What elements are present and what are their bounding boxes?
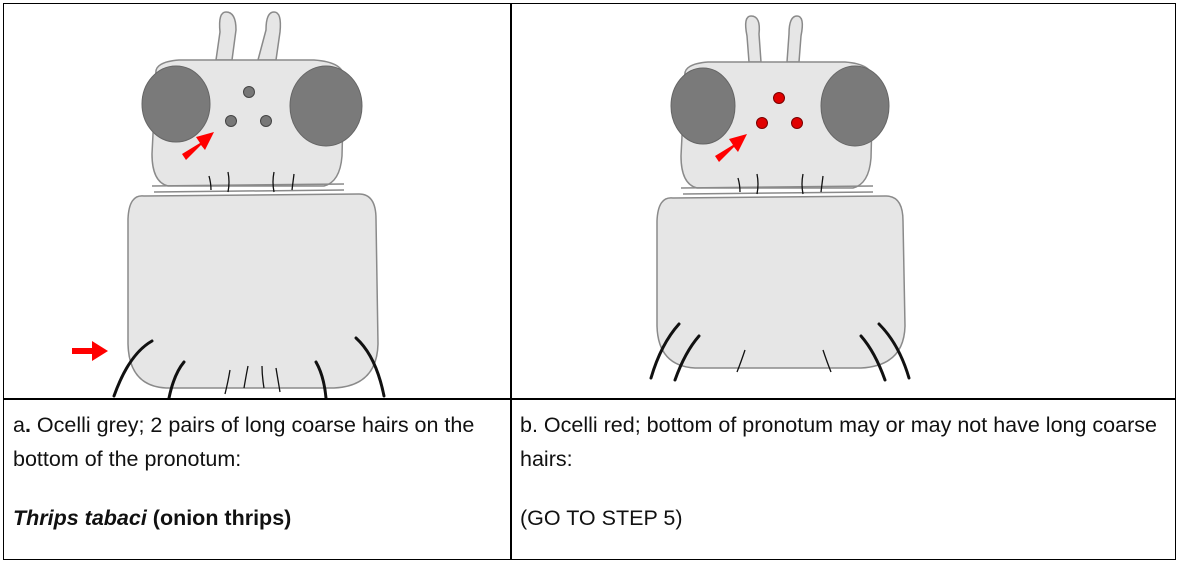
description-a-prefix: a [13,413,25,437]
left-compound-eye [142,66,210,142]
right-compound-eye [821,66,889,146]
description-a: a. Ocelli grey; 2 pairs of long coarse h… [13,408,501,476]
text-cell-b: b. Ocelli red; bottom of pronotum may or… [510,398,1176,560]
right-compound-eye [290,66,362,146]
antennae [746,16,803,62]
illustration-cell-a [3,3,512,400]
thrips-illustration-b [511,4,1174,398]
common-name: (onion thrips) [147,506,292,530]
illustration-cell-b [510,3,1176,400]
answer-b: (GO TO STEP 5) [520,506,683,531]
description-b: b. Ocelli red; bottom of pronotum may or… [520,408,1165,476]
description-a-text: Ocelli grey; 2 pairs of long coarse hair… [13,413,474,471]
text-cell-a: a. Ocelli grey; 2 pairs of long coarse h… [3,398,512,560]
answer-a: Thrips tabaci (onion thrips) [13,506,291,531]
hairs-arrow [72,341,108,361]
species-name: Thrips tabaci [13,506,147,530]
left-compound-eye [671,68,735,144]
pronotum [128,194,378,388]
antennae [216,12,280,60]
thrips-illustration-a [4,4,510,398]
